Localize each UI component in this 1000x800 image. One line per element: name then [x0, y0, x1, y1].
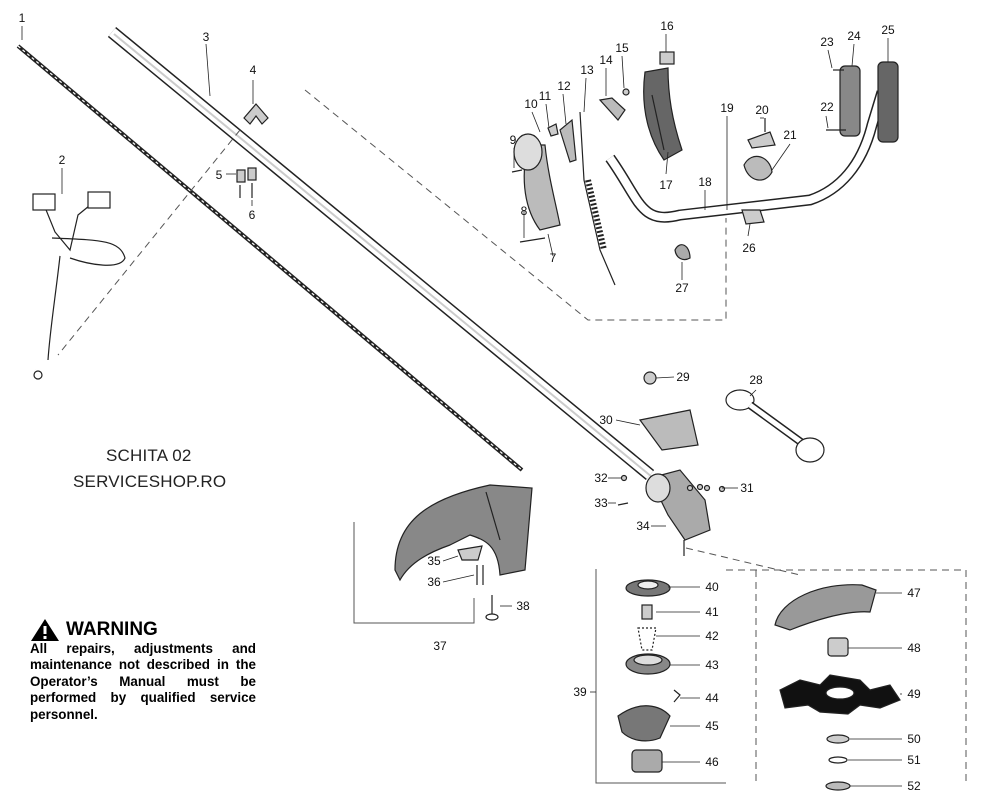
callout-1: 1 — [19, 11, 26, 25]
callout-15: 15 — [615, 41, 629, 55]
main-tube — [107, 26, 655, 481]
callout-32: 32 — [594, 471, 608, 485]
trimmer-head-parts — [617, 579, 681, 773]
callout-25: 25 — [881, 23, 895, 37]
callout-3: 3 — [203, 30, 210, 44]
callout-24: 24 — [847, 29, 861, 43]
screw-38 — [485, 595, 499, 621]
sheet-title: SCHITA 02 — [106, 446, 192, 465]
callout-42: 42 — [705, 629, 719, 643]
callout-35: 35 — [427, 554, 441, 568]
callout-23: 23 — [820, 35, 834, 49]
callout-48: 48 — [907, 641, 921, 655]
callout-38: 38 — [516, 599, 530, 613]
sheet-source: SERVICESHOP.RO — [73, 472, 227, 491]
callout-51: 51 — [907, 753, 921, 767]
callout-50: 50 — [907, 732, 921, 746]
trimmer-guard — [394, 484, 533, 582]
callout-numbers: 1 2 3 4 5 6 7 8 9 10 11 12 13 14 15 16 1… — [19, 11, 921, 793]
leader-lines — [21, 26, 902, 787]
callout-33: 33 — [594, 496, 608, 510]
callout-20: 20 — [755, 103, 769, 117]
callout-36: 36 — [427, 575, 441, 589]
callout-13: 13 — [580, 63, 594, 77]
callout-12: 12 — [557, 79, 571, 93]
callout-39: 39 — [573, 685, 587, 699]
wrench — [725, 389, 825, 463]
handlebar — [605, 90, 888, 223]
callout-49: 49 — [907, 687, 921, 701]
callout-2: 2 — [59, 153, 66, 167]
throttle-handle-left — [513, 133, 561, 231]
warning-title: WARNING — [66, 619, 158, 640]
warning-header: WARNING — [30, 618, 158, 642]
warning-triangle-icon — [31, 619, 59, 641]
callout-43: 43 — [705, 658, 719, 672]
callout-37: 37 — [433, 639, 447, 653]
callout-4: 4 — [250, 63, 257, 77]
callout-11: 11 — [539, 89, 552, 103]
callout-26: 26 — [742, 241, 756, 255]
callout-14: 14 — [599, 53, 613, 67]
callout-22: 22 — [820, 100, 834, 114]
callout-16: 16 — [660, 19, 674, 33]
callout-5: 5 — [216, 168, 223, 182]
callout-27: 27 — [675, 281, 689, 295]
callout-19: 19 — [720, 101, 734, 115]
part-4-clamp — [243, 103, 269, 125]
warning-text: All repairs, adjustments and maintenance… — [30, 641, 256, 722]
callout-8: 8 — [521, 204, 528, 218]
callout-46: 46 — [705, 755, 719, 769]
callout-28: 28 — [749, 373, 763, 387]
callout-18: 18 — [698, 175, 712, 189]
callout-45: 45 — [705, 719, 719, 733]
callout-41: 41 — [705, 605, 719, 619]
callout-7: 7 — [550, 251, 557, 265]
callout-21: 21 — [783, 128, 797, 142]
harness — [32, 191, 126, 380]
callout-40: 40 — [705, 580, 719, 594]
drive-shaft — [16, 44, 524, 472]
callout-6: 6 — [249, 208, 256, 222]
callout-34: 34 — [636, 519, 650, 533]
callout-30: 30 — [599, 413, 613, 427]
throttle-handle-right — [643, 51, 683, 161]
callout-29: 29 — [676, 370, 690, 384]
callout-52: 52 — [907, 779, 921, 793]
blade-assembly — [774, 584, 901, 791]
callout-9: 9 — [510, 133, 517, 147]
callout-44: 44 — [705, 691, 719, 705]
callout-31: 31 — [740, 481, 754, 495]
callout-17: 17 — [659, 178, 673, 192]
gear-head — [645, 469, 711, 556]
throttle-cable — [579, 111, 616, 286]
callout-47: 47 — [907, 586, 921, 600]
callout-10: 10 — [524, 97, 538, 111]
